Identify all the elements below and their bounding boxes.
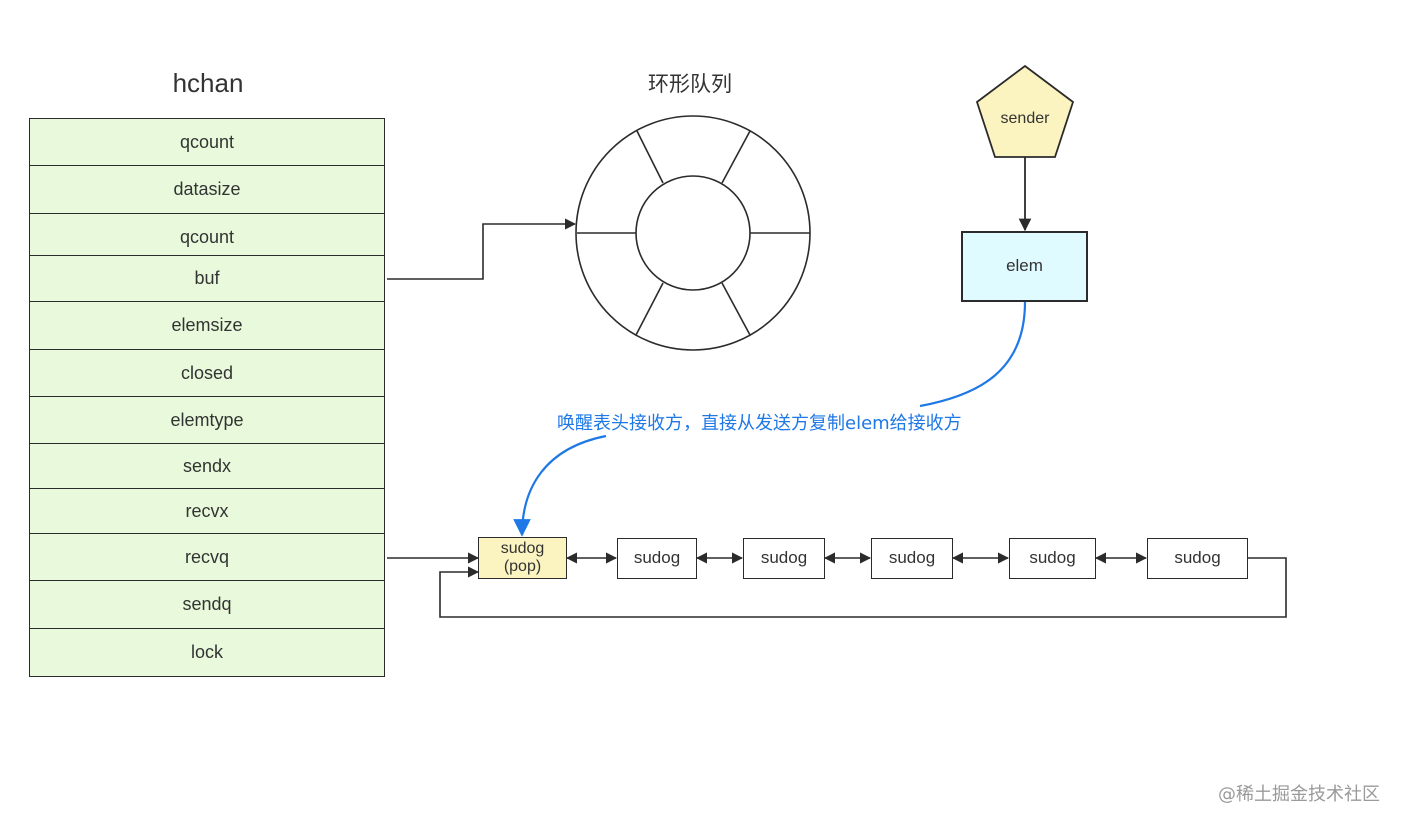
note-to-head-curve xyxy=(513,434,607,537)
sudog-head-label: sudog xyxy=(500,540,545,558)
sender-label: sender xyxy=(1000,110,1050,127)
watermark: @稀土掘金技术社区 xyxy=(1218,784,1380,805)
ring-divider xyxy=(635,282,664,336)
sudog-node: sudog xyxy=(617,538,697,579)
field-datasize: datasize xyxy=(29,165,385,214)
sudog-node: sudog xyxy=(743,538,825,579)
ring-divider xyxy=(721,282,751,336)
buf-to-ring-arrow xyxy=(387,218,577,280)
field-sendx: sendx xyxy=(29,443,385,489)
ring-divider xyxy=(636,130,664,184)
hchan-title: hchan xyxy=(172,68,244,98)
sudog-head-sublabel: (pop) xyxy=(503,558,542,575)
sudog-head-node: sudog (pop) xyxy=(478,537,567,579)
field-lock: lock xyxy=(29,628,385,677)
elem-to-note-curve xyxy=(919,301,1027,408)
field-recvx: recvx xyxy=(29,488,385,534)
sudog-node: sudog xyxy=(871,538,953,579)
field-elemsize: elemsize xyxy=(29,301,385,350)
elem-box: elem xyxy=(961,231,1088,302)
sudog-node: sudog xyxy=(1147,538,1248,579)
ring-divider xyxy=(721,130,751,184)
field-buf: buf xyxy=(29,255,385,302)
list-loop-back-arrow xyxy=(439,557,1287,618)
wakeup-annotation: 唤醒表头接收方，直接从发送方复制elem给接收方 xyxy=(557,413,962,434)
sudog-node: sudog xyxy=(1009,538,1096,579)
field-closed: closed xyxy=(29,349,385,397)
field-sendq: sendq xyxy=(29,580,385,629)
ring-buffer xyxy=(575,115,811,351)
ring-buffer-title: 环形队列 xyxy=(648,72,732,96)
